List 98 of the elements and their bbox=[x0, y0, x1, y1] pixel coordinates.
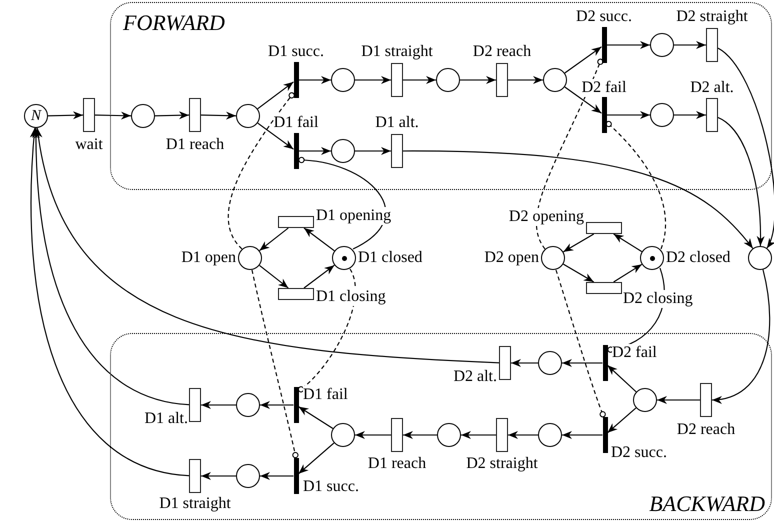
arrow bbox=[607, 364, 637, 392]
arrow bbox=[259, 264, 289, 288]
transition-label: D1 straight bbox=[159, 495, 231, 513]
arrow bbox=[712, 269, 770, 403]
transition-label: D2 straight bbox=[466, 455, 538, 473]
arrow bbox=[607, 407, 636, 434]
arrow bbox=[35, 128, 500, 364]
arrow bbox=[260, 401, 294, 409]
transition-box bbox=[189, 459, 201, 493]
arrow bbox=[355, 76, 391, 84]
arrow bbox=[304, 228, 335, 252]
arrow bbox=[564, 46, 602, 74]
transition-bar bbox=[294, 458, 298, 494]
arrow bbox=[257, 81, 294, 110]
transition-box bbox=[706, 28, 718, 62]
transition-label: D1 opening bbox=[316, 207, 392, 225]
transition-box bbox=[700, 383, 712, 417]
arrow bbox=[674, 111, 706, 119]
arrow bbox=[355, 431, 391, 439]
arrow bbox=[674, 41, 706, 49]
transition-box bbox=[189, 388, 201, 422]
arrow bbox=[657, 396, 700, 404]
arrow bbox=[304, 264, 335, 288]
transition-box bbox=[496, 418, 508, 452]
test-arc bbox=[251, 270, 298, 458]
arrow bbox=[257, 122, 294, 150]
dotted-region bbox=[110, 333, 772, 520]
transition-bar bbox=[294, 133, 298, 169]
transition-bar bbox=[602, 345, 608, 381]
arrow bbox=[718, 48, 774, 248]
region-title: BACKWARD bbox=[649, 492, 765, 516]
transition-label: D1 open bbox=[181, 249, 236, 267]
transition-box bbox=[586, 222, 622, 234]
test-arc bbox=[298, 157, 386, 250]
arrow bbox=[460, 76, 496, 84]
arrow bbox=[403, 150, 754, 249]
arrow bbox=[606, 41, 650, 49]
dotted-region bbox=[110, 2, 772, 190]
region-title: FORWARD bbox=[123, 11, 225, 35]
arrow bbox=[260, 472, 294, 480]
arrow bbox=[259, 228, 289, 252]
arrow bbox=[563, 264, 594, 282]
transition-bar bbox=[602, 97, 606, 133]
test-arc bbox=[606, 120, 666, 250]
arrow bbox=[508, 76, 543, 84]
arrow bbox=[403, 431, 437, 439]
arrow bbox=[154, 111, 190, 120]
transition-box bbox=[278, 216, 314, 228]
arrow bbox=[298, 442, 334, 474]
transition-box bbox=[499, 346, 511, 380]
transition-box bbox=[391, 63, 403, 97]
arrow bbox=[298, 76, 331, 84]
arrow bbox=[613, 234, 642, 252]
transition-box bbox=[278, 288, 314, 300]
transition-label: D2 opening bbox=[508, 208, 584, 226]
place-label: N bbox=[30, 108, 41, 124]
arrow bbox=[562, 431, 602, 439]
transition-box bbox=[586, 282, 622, 294]
arrow bbox=[461, 431, 496, 439]
arrow bbox=[563, 234, 594, 252]
arrow bbox=[606, 111, 650, 119]
test-arc bbox=[536, 58, 604, 250]
transition-box bbox=[189, 98, 201, 132]
arrow bbox=[48, 111, 84, 120]
transition-label: D1 straight bbox=[361, 43, 433, 61]
arrow bbox=[403, 76, 436, 84]
arrow bbox=[201, 472, 236, 480]
transition-bar bbox=[294, 387, 298, 423]
transition-label: D2 closing bbox=[623, 290, 693, 308]
arrow bbox=[298, 406, 334, 429]
test-arc bbox=[298, 268, 356, 392]
transition-label: D2 fail bbox=[582, 79, 626, 97]
arrow bbox=[200, 112, 236, 120]
transition-label: D2 straight bbox=[676, 8, 748, 26]
transition-box bbox=[391, 418, 403, 452]
transition-label: D2 open bbox=[484, 249, 539, 267]
arrow bbox=[298, 147, 331, 155]
transition-box bbox=[391, 134, 403, 168]
test-arc bbox=[555, 270, 606, 418]
transition-box bbox=[83, 98, 95, 132]
test-arc bbox=[228, 92, 295, 250]
arrow bbox=[508, 431, 538, 439]
arrow bbox=[718, 117, 764, 246]
arrow bbox=[201, 401, 236, 409]
arrow bbox=[613, 264, 642, 282]
arrow bbox=[94, 112, 132, 120]
transition-bar bbox=[294, 62, 298, 98]
arrow bbox=[562, 359, 602, 367]
transition-bar bbox=[602, 417, 608, 453]
transition-bar bbox=[602, 27, 606, 63]
arrow bbox=[355, 147, 391, 155]
transition-label: D1 closing bbox=[316, 288, 386, 306]
arrow bbox=[30, 128, 190, 476]
transition-box bbox=[706, 98, 718, 132]
arrow bbox=[32, 128, 190, 406]
arrow bbox=[564, 86, 602, 114]
transition-box bbox=[496, 63, 508, 97]
arrow bbox=[511, 359, 538, 367]
